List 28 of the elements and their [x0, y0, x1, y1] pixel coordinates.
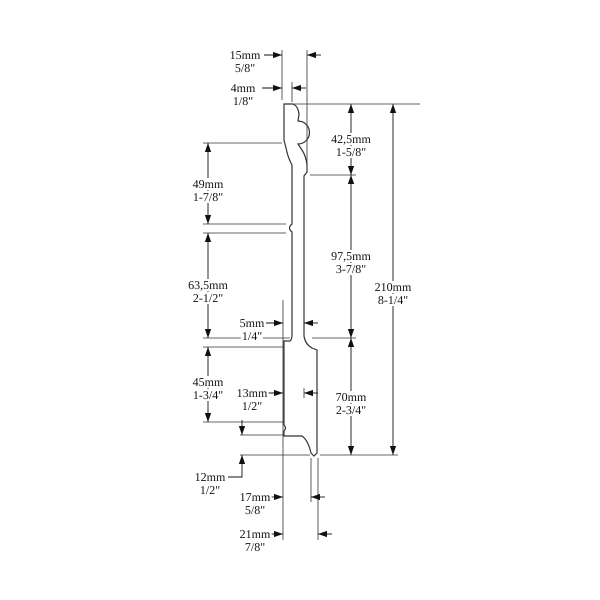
- dimension-label: 1/4": [240, 330, 264, 342]
- dimension-label: 8-1/4": [376, 294, 410, 306]
- dimension-label: 3-7/8": [334, 263, 368, 275]
- dimension-label: 15mm: [228, 49, 262, 61]
- dimension-label: 1-7/8": [192, 191, 224, 203]
- dimension-label: 42,5mm: [330, 133, 372, 145]
- dimension-label: 12mm: [194, 471, 226, 483]
- dimension-label: 5/8": [234, 62, 256, 74]
- dimension-label: 17mm: [238, 491, 272, 503]
- dimension-label: 21mm: [238, 528, 272, 540]
- dimension-label: 63,5mm: [187, 279, 229, 291]
- dimension-label: 4mm: [230, 82, 256, 94]
- dimension-label: 45mm: [192, 376, 224, 388]
- dimension-label: 1/2": [198, 484, 222, 496]
- dimension-label: 2-1/2": [192, 292, 224, 304]
- dimension-label: 49mm: [192, 178, 224, 190]
- dimension-label: 97,5mm: [330, 250, 372, 262]
- dimension-label: 2-3/4": [334, 404, 368, 416]
- dimension-label: 210mm: [374, 281, 412, 293]
- dimension-label: 5mm: [238, 317, 266, 329]
- dimension-label: 1-5/8": [334, 146, 368, 158]
- dimension-label: 70mm: [334, 391, 368, 403]
- dimension-label: 1/8": [232, 95, 254, 107]
- dimension-label: 13mm: [236, 387, 268, 399]
- dimension-label: 5/8": [244, 504, 266, 516]
- dimension-label: 1-3/4": [192, 389, 224, 401]
- dimension-label: 1/2": [240, 400, 264, 412]
- dimension-label: 7/8": [244, 541, 266, 553]
